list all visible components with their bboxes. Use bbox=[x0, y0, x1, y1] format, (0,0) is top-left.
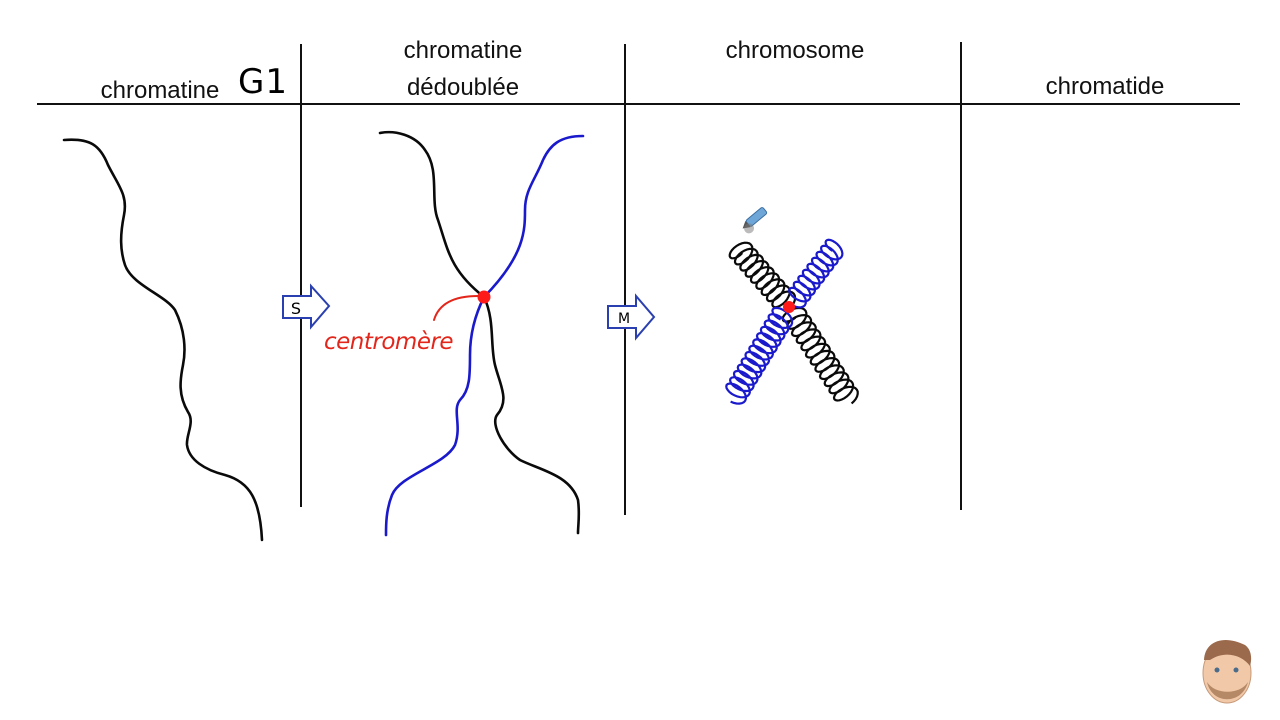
chromosome-x bbox=[725, 238, 859, 405]
centromere-pointer bbox=[433, 295, 479, 321]
column-title-line1: chromatine bbox=[403, 37, 523, 64]
pen-shadow bbox=[744, 223, 755, 234]
chromosome-centromere-dot bbox=[783, 301, 795, 313]
centromere-label: centromère bbox=[324, 329, 453, 355]
avatar-eye-left bbox=[1214, 667, 1220, 673]
arrow-m-shape bbox=[607, 293, 656, 341]
arrow-m: M bbox=[607, 293, 656, 341]
chromatin-strand-blue bbox=[384, 134, 585, 537]
chromatid-coil-blue bbox=[725, 238, 844, 405]
coil-arm-bottom-right bbox=[781, 306, 859, 405]
pen-icon bbox=[742, 207, 768, 234]
duplicated-chromatin bbox=[378, 130, 585, 537]
avatar-eye-right bbox=[1233, 667, 1239, 673]
arrow-s: S bbox=[282, 283, 331, 330]
column-title-chromatine-g1: chromatine bbox=[60, 76, 260, 106]
chromatin-strand-black bbox=[378, 130, 581, 535]
centromere-dot bbox=[477, 290, 491, 304]
chromatid-coil-black bbox=[728, 241, 859, 405]
arrow-s-label: S bbox=[291, 299, 301, 318]
column-title-line2: dédoublée bbox=[406, 74, 520, 101]
column-title-chromatine-dedoublee: chromatine dédoublée bbox=[348, 36, 578, 103]
coil-arm-bottom-left bbox=[725, 306, 794, 405]
chromatin-strand-g1 bbox=[62, 138, 264, 542]
column-title-chromosome: chromosome bbox=[725, 37, 865, 64]
avatar bbox=[1202, 640, 1252, 704]
column-title-text: chromatine bbox=[100, 77, 220, 104]
arrow-m-label: M bbox=[618, 311, 630, 327]
table-grid bbox=[37, 42, 1240, 515]
avatar-hair bbox=[1204, 640, 1252, 666]
column-title-chromatide: chromatide bbox=[1045, 73, 1165, 100]
g1-handwritten-label: G1 bbox=[238, 62, 288, 102]
coil-arm-top-right bbox=[788, 238, 844, 309]
coil-arm-top-left bbox=[728, 241, 797, 309]
avatar-beard bbox=[1207, 682, 1248, 700]
arrow-s-shape bbox=[282, 283, 331, 330]
